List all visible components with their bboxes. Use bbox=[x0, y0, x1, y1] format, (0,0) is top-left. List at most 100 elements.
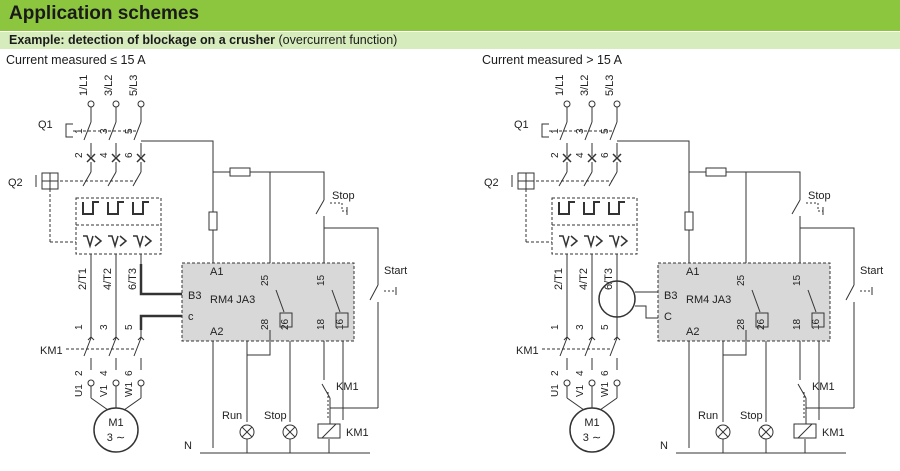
terminal-2t1: 2/T1 bbox=[77, 268, 89, 290]
line-terminal bbox=[112, 100, 120, 108]
q1-label: Q1 bbox=[38, 119, 53, 131]
control-wire-start bbox=[324, 227, 379, 285]
start-button-label: Start bbox=[384, 265, 407, 277]
q1-switch-blade bbox=[133, 121, 142, 141]
motor-terminal-w1: W1 bbox=[600, 382, 611, 397]
stop-button-actuator bbox=[806, 202, 823, 212]
magnetic-element bbox=[119, 235, 128, 247]
contact-hook bbox=[137, 336, 145, 341]
magnetic-element bbox=[620, 235, 629, 247]
measure-wire-b3 bbox=[139, 264, 182, 296]
q1-terminal-4: 4 bbox=[575, 152, 586, 158]
relay-terminal-16: 16 bbox=[335, 318, 346, 330]
terminal-4t2: 4/T2 bbox=[578, 268, 590, 290]
relay-contact-25 bbox=[275, 289, 285, 313]
contact-hook bbox=[563, 336, 571, 341]
relay-contact-15 bbox=[807, 289, 817, 313]
relay-terminal-18: 18 bbox=[316, 318, 327, 330]
motor-wire bbox=[566, 397, 585, 411]
km1-top-3: 3 bbox=[99, 324, 110, 330]
terminal-4t2: 4/T2 bbox=[102, 268, 114, 290]
control-fuse bbox=[208, 211, 218, 231]
line-terminal bbox=[563, 100, 571, 108]
relay-terminal-16: 16 bbox=[811, 318, 822, 330]
lamp-cross bbox=[760, 426, 772, 438]
km1-bottom-2: 2 bbox=[74, 370, 85, 376]
relay-terminal-box bbox=[335, 312, 349, 328]
line-terminal bbox=[137, 100, 145, 108]
q1-terminal-3: 3 bbox=[575, 128, 586, 134]
start-button-label: Start bbox=[860, 265, 883, 277]
q2-switch-blade bbox=[107, 171, 117, 187]
km1-top-1: 1 bbox=[550, 324, 561, 330]
stop-lamp-label: Stop bbox=[264, 410, 287, 422]
q2-switch-blade bbox=[608, 171, 618, 187]
q2-label: Q2 bbox=[8, 177, 23, 189]
relay-contact-25 bbox=[751, 289, 761, 313]
km1-bottom-4: 4 bbox=[575, 370, 586, 376]
relay-model: RM4 JA3 bbox=[210, 294, 255, 306]
relay-terminal-box bbox=[755, 312, 769, 328]
relay-box bbox=[181, 262, 355, 342]
km1-coil bbox=[793, 423, 817, 439]
page-title: Application schemes bbox=[9, 3, 200, 24]
q1-terminal-6: 6 bbox=[600, 152, 611, 158]
stop-lamp-label: Stop bbox=[740, 410, 763, 422]
contact-hook bbox=[112, 336, 120, 341]
run-lamp-label: Run bbox=[222, 410, 242, 422]
wire bbox=[246, 341, 271, 356]
q1-terminal-6: 6 bbox=[124, 152, 135, 158]
magnetic-element bbox=[108, 235, 119, 249]
cross-mark bbox=[562, 153, 572, 163]
q2-protection-box bbox=[551, 197, 638, 255]
q2-label: Q2 bbox=[484, 177, 499, 189]
q1-switch-blade bbox=[559, 121, 568, 141]
magnetic-element bbox=[595, 235, 604, 247]
control-fuse-horizontal bbox=[229, 167, 251, 177]
q1-terminal-3: 3 bbox=[99, 128, 110, 134]
thermal-element bbox=[583, 201, 600, 215]
run-lamp-label: Run bbox=[698, 410, 718, 422]
q1-switch-blade bbox=[108, 121, 117, 141]
magnetic-element bbox=[83, 235, 94, 249]
km1-aux-contact bbox=[797, 383, 807, 399]
relay-terminal-a2: A2 bbox=[686, 326, 699, 338]
q1-terminal-2: 2 bbox=[74, 152, 85, 158]
coil-slash bbox=[797, 423, 813, 439]
control-supply-wire bbox=[617, 140, 690, 212]
magnetic-element bbox=[559, 235, 570, 249]
hold-wire bbox=[329, 398, 378, 409]
terminal-6t3: 6/T3 bbox=[127, 268, 139, 290]
line-terminal bbox=[87, 100, 95, 108]
terminal-2t1: 2/T1 bbox=[553, 268, 565, 290]
km1-label: KM1 bbox=[40, 345, 63, 357]
q1-terminal-2: 2 bbox=[550, 152, 561, 158]
relay-terminal-a2: A2 bbox=[210, 326, 223, 338]
km1-bottom-2: 2 bbox=[550, 370, 561, 376]
relay-terminal-18: 18 bbox=[792, 318, 803, 330]
motor-terminal bbox=[563, 379, 571, 387]
ct-wire-c bbox=[635, 305, 658, 319]
q1-terminal-4: 4 bbox=[99, 152, 110, 158]
relay-terminal-25: 25 bbox=[260, 274, 271, 286]
relay-terminal-c: c bbox=[188, 311, 194, 323]
q1-handle bbox=[65, 123, 73, 138]
diagram-caption-right: Current measured > 15 A bbox=[482, 53, 623, 67]
phase-label-2: 3/L2 bbox=[103, 75, 115, 96]
relay-terminal-26: 26 bbox=[756, 318, 767, 330]
cross-mark bbox=[612, 153, 622, 163]
km1-coil-label: KM1 bbox=[822, 427, 845, 439]
motor-terminal-u1: U1 bbox=[550, 384, 561, 397]
subheader-bar: Example: detection of blockage on a crus… bbox=[0, 32, 900, 49]
motor-terminal bbox=[87, 379, 95, 387]
thermal-element bbox=[608, 201, 625, 215]
q1-terminal-5: 5 bbox=[600, 128, 611, 134]
q1-handle bbox=[541, 123, 549, 138]
magnetic-element bbox=[570, 235, 579, 247]
wire bbox=[722, 341, 747, 356]
magnetic-element bbox=[144, 235, 153, 247]
start-button-contact bbox=[369, 284, 379, 301]
motor-wire bbox=[123, 397, 142, 411]
q1-terminal-1: 1 bbox=[74, 128, 85, 134]
